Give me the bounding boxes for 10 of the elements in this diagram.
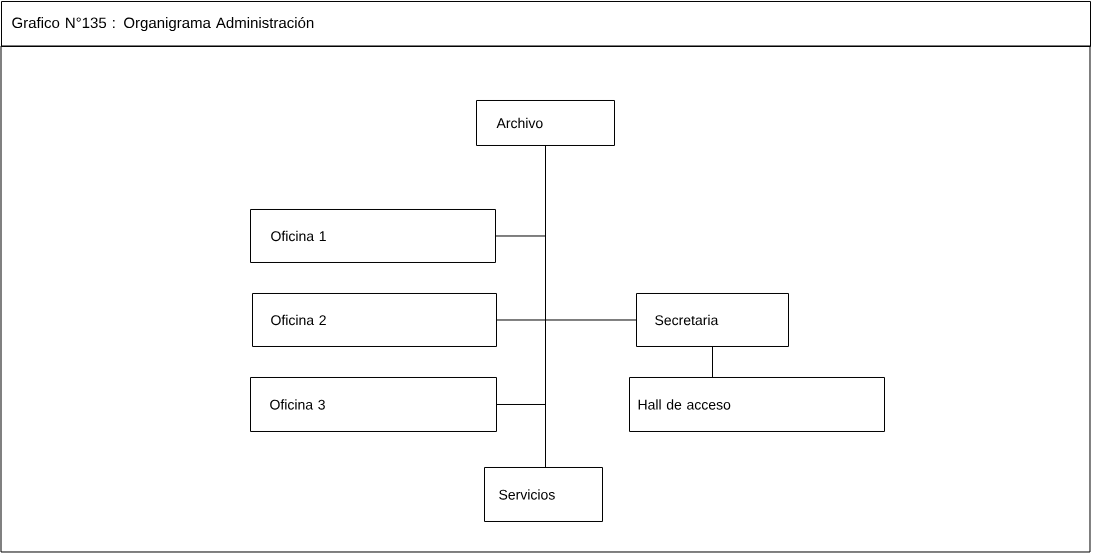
connector-line (545, 145, 546, 468)
org-box: Secretaria (636, 293, 789, 347)
connector-line (712, 346, 713, 378)
org-box: Archivo (476, 100, 615, 146)
org-box: Servicios (484, 467, 603, 522)
org-box: Oficina 1 (250, 209, 496, 263)
org-box: Oficina 3 (250, 377, 497, 432)
org-box: Hall de acceso (629, 377, 885, 432)
org-box: Oficina 2 (252, 293, 497, 347)
title-bar: Grafico N°135 : Organigrama Administración (1, 1, 1091, 47)
